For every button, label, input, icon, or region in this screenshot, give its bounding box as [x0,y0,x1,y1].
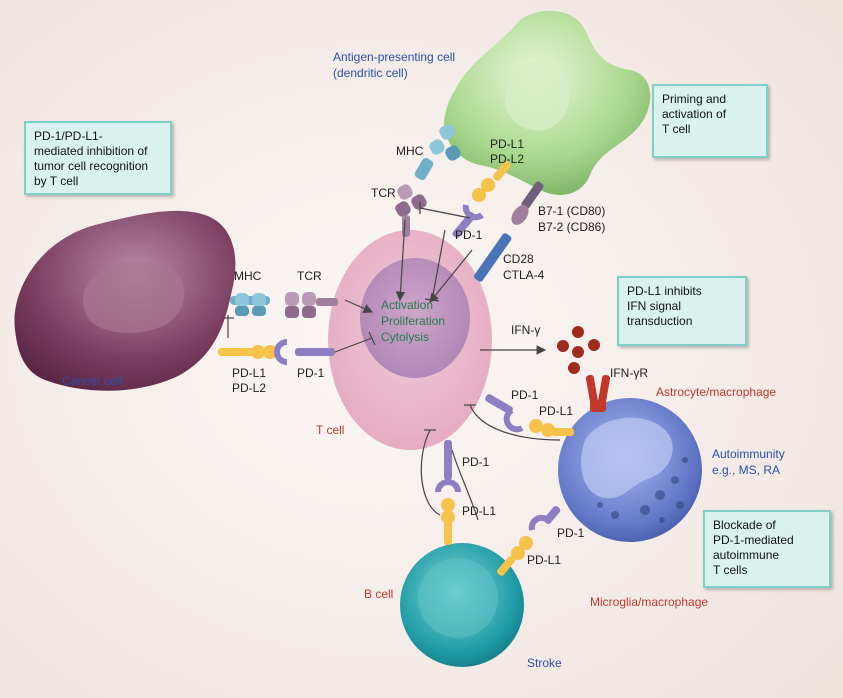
ifn-gamma-label: IFN-γ [511,323,541,337]
pd1-right-label: PD-1 [511,388,539,402]
b72-label: B7-2 (CD86) [538,220,606,234]
priming-box-line-3: T cell [662,122,691,136]
astrocyte-pd1-pdl1-pair [485,394,574,437]
pd1-top-label: PD-1 [455,228,483,242]
apc-label-line-1: Antigen-presenting cell [333,50,456,64]
tumor-inhibition-box: PD-1/PD-L1- mediated inhibition of tumor… [24,121,172,195]
cancer-cell-nucleus [83,261,185,334]
mhc-top-label: MHC [396,144,424,158]
t-cell-label: T cell [316,423,345,437]
microglia-pd1-pdl1-pair [497,505,561,576]
tumor-box-line-2: mediated inhibition of [34,144,148,158]
bcell-pd1-pdl1-pair [435,440,461,545]
t-cell-nucleus [360,258,470,378]
blockade-box-line-4: T cells [713,563,748,577]
tumor-box-line-4: by T cell [34,174,79,188]
blockade-box: Blockade of PD-1-mediated autoimmune T c… [703,510,831,588]
pdl1-top-label: PD-L1 [490,137,525,151]
cancer-mhc-tcr-complex [230,292,338,318]
ifn-box-line-3: transduction [627,314,693,328]
b7-cd28-pair [474,181,544,282]
apc-pdl1-pd1-pair [452,161,511,238]
astrocyte-label: Astrocyte/macrophage [656,385,777,399]
ifn-gamma-receptor-label: IFN-γR [610,366,648,380]
b-cell-label: B cell [364,587,394,601]
microglia-label: Microglia/macrophage [590,595,709,609]
b71-label: B7-1 (CD80) [538,204,606,218]
cancer-cell-label: Cancer cell [62,374,123,388]
pd1-bottom-label: PD-1 [462,455,490,469]
ifn-inhibition-box: PD-L1 inhibits IFN signal transduction [617,276,747,346]
ifn-box-line-2: IFN signal [627,299,682,313]
tumor-box-line-1: PD-1/PD-L1- [34,129,103,143]
pdl2-left-label: PD-L2 [232,381,267,395]
cancer-pdl1-pd1-pair [218,339,335,365]
pdl1-bottom-label: PD-L1 [462,504,497,518]
tcr-top-label: TCR [371,186,396,200]
tumor-box-line-3: tumor cell recognition [34,159,149,173]
ifn-gamma-molecules [557,326,600,374]
mhc-left-label: MHC [234,269,262,283]
stroke-label: Stroke [527,656,562,670]
cd28-label: CD28 [503,252,534,266]
pdl1-microglia-label: PD-L1 [527,553,562,567]
pdl1-left-label: PD-L1 [232,366,267,380]
proliferation-label: Proliferation [381,314,446,328]
apc-cell-nucleus [505,60,571,131]
blockade-box-line-2: PD-1-mediated [713,533,794,547]
apc-mhc-tcr-complex [395,124,461,237]
astrocyte-nucleus [581,417,673,499]
ctla4-label: CTLA-4 [503,268,545,282]
inhibition-lines [334,202,561,521]
pdl2-top-label: PD-L2 [490,152,525,166]
pd1-microglia-label: PD-1 [557,526,585,540]
ifn-gamma-receptor-shape [585,375,611,412]
priming-box: Priming and activation of T cell [652,84,768,158]
ifn-box-line-1: PD-L1 inhibits [627,284,702,298]
autoimmunity-label-line-2: e.g., MS, RA [712,463,781,477]
cytolysis-label: Cytolysis [381,330,430,344]
astrocyte-granules [597,457,688,523]
b-cell-nucleus [418,558,498,638]
priming-box-line-2: activation of [662,107,727,121]
pd1-left-label: PD-1 [297,366,325,380]
apc-label-line-2: (dendritic cell) [333,66,408,80]
activation-label: Activation [381,298,434,312]
autoimmunity-label-line-1: Autoimmunity [712,447,785,461]
blockade-box-line-3: autoimmune [713,548,780,562]
signal-arrows [222,219,547,355]
tcr-left-label: TCR [297,269,322,283]
priming-box-line-1: Priming and [662,92,727,106]
pdl1-right-label: PD-L1 [539,404,574,418]
blockade-box-line-1: Blockade of [713,518,776,532]
